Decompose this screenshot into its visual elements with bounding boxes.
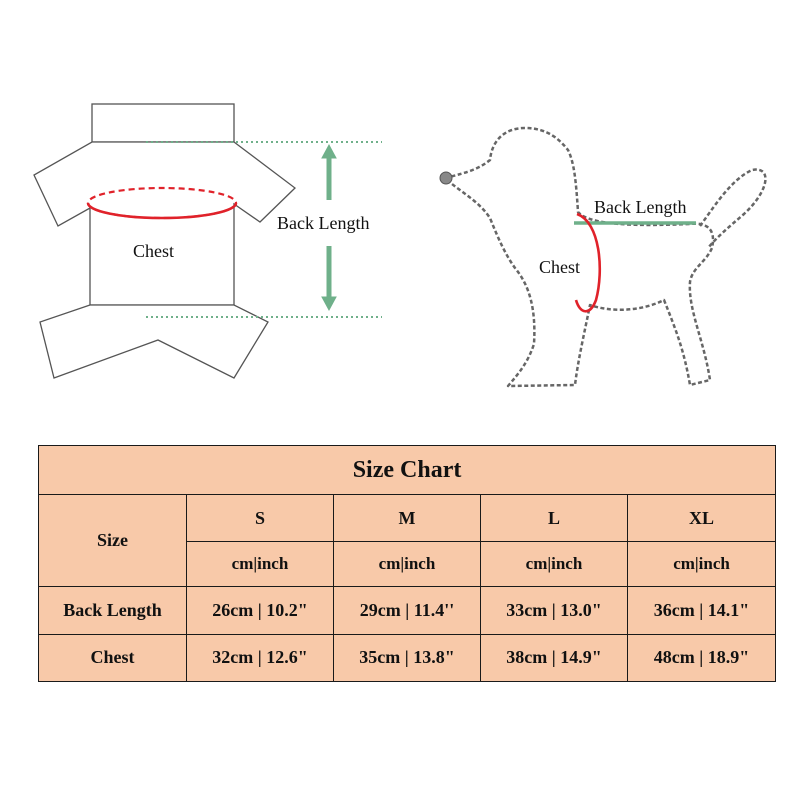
size-header-cell: Size — [38, 493, 187, 588]
table-cell: 48cm | 18.9" — [626, 633, 777, 683]
garment-collar — [91, 103, 235, 143]
chest-row: Chest 32cm | 12.6" 35cm | 13.8" 38cm | 1… — [38, 633, 777, 683]
row-label: Back Length — [38, 586, 187, 635]
size-chart-title: Size Chart — [37, 445, 777, 495]
size-chart-table: Size Chart Size S M L XL cm|inch cm|inch… — [37, 445, 777, 683]
size-m-header: M — [333, 493, 481, 543]
table-cell: 35cm | 13.8" — [333, 633, 481, 683]
size-header-row: Size S M L XL — [38, 493, 777, 588]
unit-cell: cm|inch — [480, 541, 628, 588]
diagram-artwork — [33, 103, 767, 388]
garment-legs — [39, 304, 269, 379]
table-cell: 38cm | 14.9" — [480, 633, 628, 683]
unit-cell: cm|inch — [333, 541, 481, 588]
dog-chest-loop — [574, 212, 602, 313]
dog-chest-label: Chest — [539, 257, 581, 277]
unit-cell: cm|inch — [186, 541, 334, 588]
table-cell: 32cm | 12.6" — [186, 633, 334, 683]
size-s-header: S — [186, 493, 334, 543]
unit-cell: cm|inch — [626, 541, 777, 588]
measurement-diagrams: Chest Back Length Chest Back Length — [33, 103, 767, 388]
garment-chest-label: Chest — [133, 241, 175, 261]
garment-chest-front — [86, 202, 238, 220]
garment-back-length-arrow — [321, 143, 337, 312]
row-label: Chest — [38, 633, 187, 683]
table-cell: 33cm | 13.0" — [480, 586, 628, 635]
size-chart-container: Size Chart Size S M L XL cm|inch cm|inch… — [37, 445, 777, 683]
table-cell: 29cm | 11.4'' — [333, 586, 481, 635]
dog-back-length-label: Back Length — [594, 197, 687, 217]
size-xl-header: XL — [626, 493, 777, 543]
garment-body — [33, 141, 296, 306]
table-cell: 26cm | 10.2" — [186, 586, 334, 635]
back-length-row: Back Length 26cm | 10.2" 29cm | 11.4'' 3… — [38, 586, 777, 635]
dog-outline — [443, 126, 767, 388]
table-cell: 36cm | 14.1" — [626, 586, 777, 635]
title-row: Size Chart — [37, 445, 777, 495]
garment-back-length-label: Back Length — [277, 213, 370, 233]
size-l-header: L — [480, 493, 628, 543]
garment-outline — [33, 103, 296, 379]
dog-nose — [439, 171, 453, 185]
